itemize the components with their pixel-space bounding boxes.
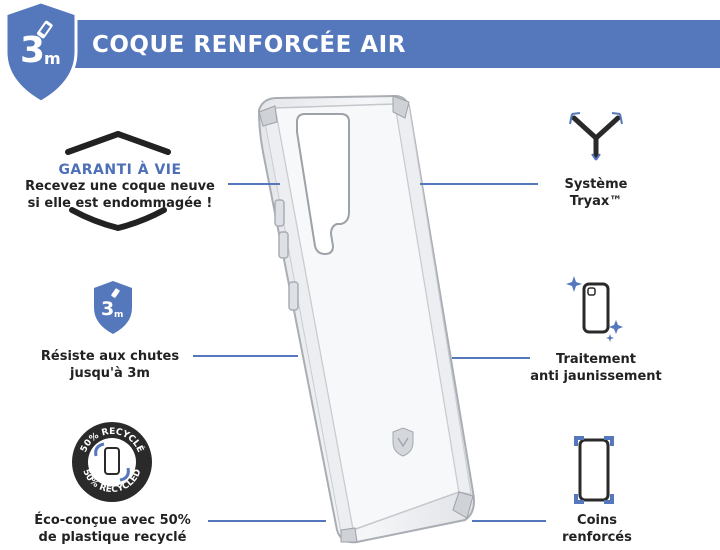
mini-phone-icon <box>37 20 53 39</box>
eco-line-1: Éco-conçue avec 50% <box>34 513 191 528</box>
tryax-connector <box>420 183 538 185</box>
eco-line-2: de plastique recyclé <box>38 530 187 545</box>
guarantee-shield-icon <box>65 131 171 232</box>
corners-line-2: renforcés <box>562 530 632 545</box>
brand-logo-icon <box>392 427 414 457</box>
phone-case-illustration <box>257 94 475 544</box>
drop-3m-icon: 3 m <box>94 281 132 334</box>
drop-text: Résiste aux chutes jusqu'à 3m <box>30 348 190 382</box>
tryax-icon <box>569 112 623 161</box>
yellowing-text: Traitement anti jaunissement <box>520 351 672 385</box>
guarantee-line-1: Recevez une coque neuve <box>25 179 215 194</box>
header-band <box>60 20 720 68</box>
shield-3m-icon: 3 m <box>4 0 78 104</box>
eco-text: Éco-conçue avec 50% de plastique recyclé <box>20 512 205 546</box>
guarantee-connector <box>228 183 280 185</box>
drop-connector <box>193 355 298 357</box>
tryax-line-2: Tryax™ <box>569 194 623 209</box>
drop-number: 3 <box>101 298 114 320</box>
sparkle-phone-icon <box>566 276 623 342</box>
corners-line-1: Coins <box>577 513 617 528</box>
recycled-seal-icon: 50% RECYCLÉ 50% RECYCLED <box>72 422 152 502</box>
drop-line-1: Résiste aux chutes <box>40 349 180 364</box>
page-title: COQUE RENFORCÉE AIR <box>92 32 406 58</box>
tryax-text: Système Tryax™ <box>540 176 652 210</box>
corners-text: Coins renforcés <box>552 512 642 546</box>
drop-unit: m <box>114 310 123 320</box>
yellowing-line-2: anti jaunissement <box>530 369 662 384</box>
yellowing-connector <box>452 357 530 359</box>
yellowing-line-1: Traitement <box>556 352 636 367</box>
tryax-line-1: Système <box>564 177 628 192</box>
corners-connector <box>472 520 546 522</box>
guarantee-text: Recevez une coque neuve si elle est endo… <box>10 178 230 212</box>
eco-connector <box>208 520 326 522</box>
guarantee-title: GARANTI À VIE <box>58 162 182 178</box>
shield-unit: m <box>44 49 61 68</box>
reinforced-corners-icon <box>574 436 614 504</box>
drop-line-2: jusqu'à 3m <box>70 366 150 381</box>
guarantee-line-2: si elle est endommagée ! <box>27 196 213 211</box>
